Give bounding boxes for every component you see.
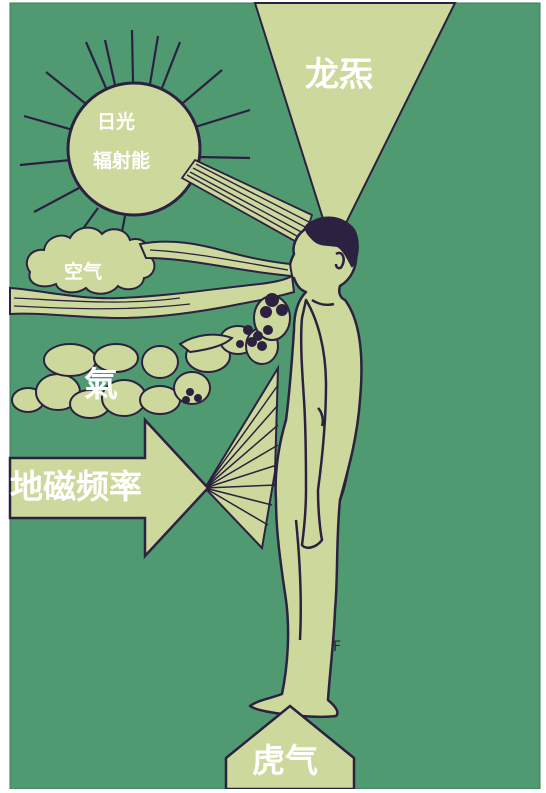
qi-label: 氣 [84,365,118,405]
geomagnetic-frequency-label: 地磁频率 [10,467,142,506]
food-basket-icon [11,295,291,419]
tiger-qi-label: 虎气 [252,741,318,780]
grapes [182,293,288,404]
air-cloud [9,226,296,320]
sun-icon [66,81,202,217]
dragon-qi-label: 龙炁 [305,55,373,95]
human-figure [248,216,363,719]
air-label: 空气 [64,261,103,283]
sunlight-label: 日光 [97,111,136,133]
radiant-energy-label: 辐射能 [93,150,151,172]
arrow-right-icon [8,416,210,560]
sun-rays [19,29,251,253]
corner-mark: F [333,639,342,655]
